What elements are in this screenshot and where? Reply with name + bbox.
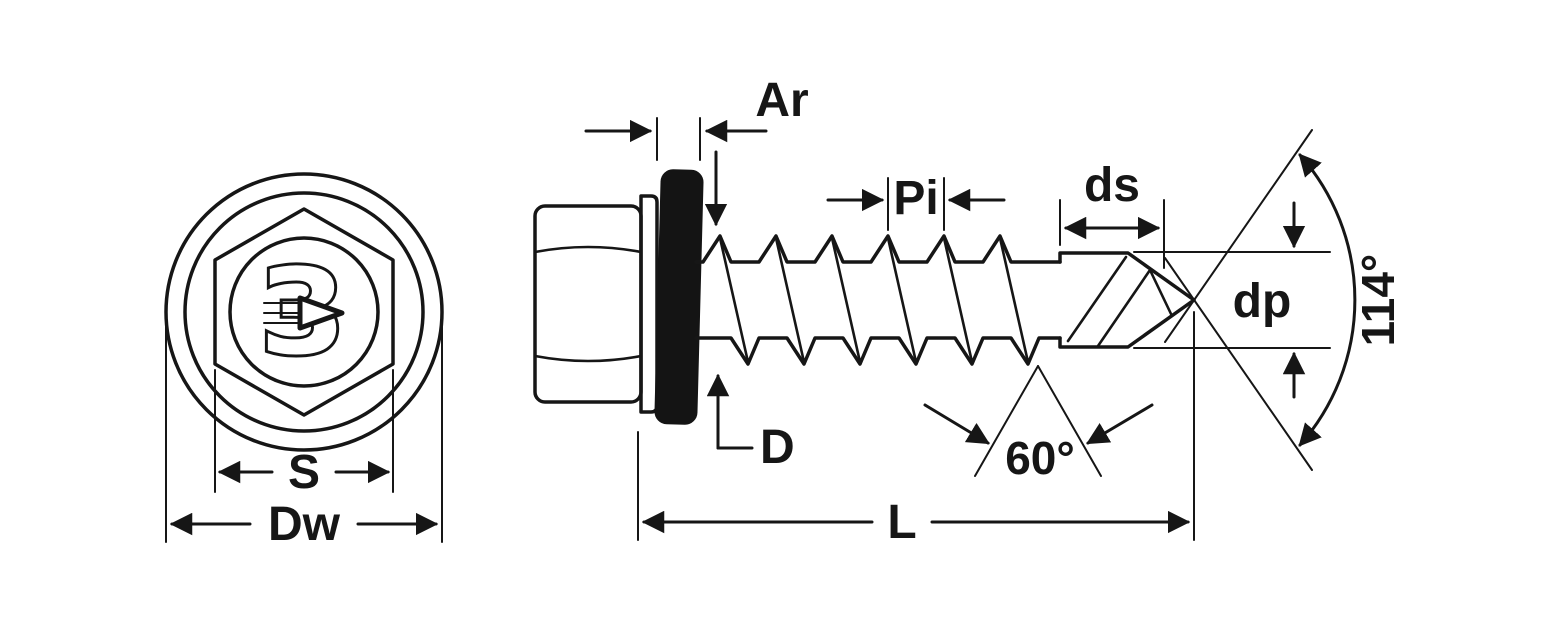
label-pi: Pi: [893, 172, 938, 225]
dim-thread-angle: 60°: [923, 365, 1154, 484]
brand-mark: З: [257, 240, 347, 384]
drill-flute-lines: [1066, 255, 1174, 348]
dim-pi: Pi: [826, 172, 1006, 231]
thread-profile-top: [694, 234, 1062, 264]
label-d: D: [760, 421, 795, 474]
thread-angle-line-right: [1037, 365, 1102, 477]
thread-profile-bottom: [694, 336, 1062, 366]
hex-head-outline: [213, 207, 395, 417]
epdm-seal-washer: [654, 169, 704, 425]
label-dw: Dw: [268, 498, 341, 551]
point-angle-arc: [1298, 153, 1357, 447]
dim-dp: dp: [1133, 201, 1331, 399]
annotations: Ar Pi ds dp 11: [584, 74, 1404, 549]
drill-point-outline: [1058, 251, 1196, 349]
dim-ar: Ar: [584, 74, 809, 227]
washer-inner-circle: [183, 191, 425, 433]
head-bore-circle: [228, 236, 380, 388]
dim-washer-diameter: Dw: [165, 319, 443, 551]
thread-angle-arrow-left: [923, 403, 990, 445]
label-s: S: [288, 446, 320, 499]
label-point-angle: 114°: [1352, 254, 1404, 347]
thread-helix-lines: [718, 236, 1030, 364]
point-angle-line-lower: [1164, 257, 1313, 471]
top-view: З S Dw: [164, 172, 444, 551]
label-thread-angle: 60°: [1005, 432, 1075, 484]
hex-head-side: [533, 204, 643, 404]
label-l: L: [887, 496, 916, 549]
point-angle-line-upper: [1164, 129, 1313, 343]
dim-point-angle: 114°: [1164, 129, 1404, 471]
metal-flange: [639, 194, 659, 414]
dim-ds: ds: [1059, 159, 1165, 269]
label-dp: dp: [1233, 275, 1292, 328]
label-ar: Ar: [755, 74, 808, 127]
label-ds: ds: [1084, 159, 1140, 212]
side-view: [533, 169, 1196, 425]
brand-bars-icon: [263, 302, 299, 324]
head-facet-bottom: [533, 354, 643, 363]
dim-wrench-size: S: [214, 369, 394, 499]
head-facet-top: [533, 245, 643, 254]
washer-outer-circle: [164, 172, 444, 452]
thread-angle-arrow-right: [1086, 403, 1154, 445]
brand-arrow-icon: [297, 295, 345, 331]
dim-length: L: [637, 311, 1195, 549]
dim-d: D: [706, 373, 795, 474]
thread-angle-line-left: [974, 365, 1039, 477]
